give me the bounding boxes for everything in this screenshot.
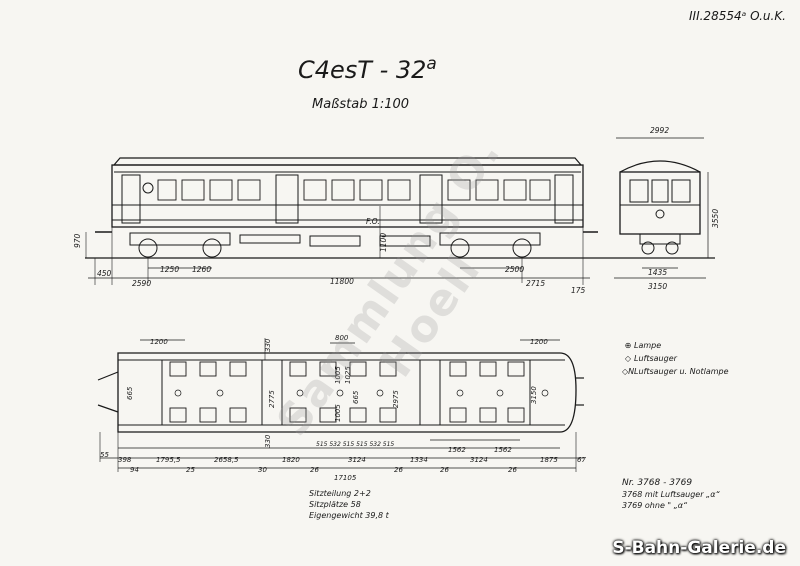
dim-c-26b: 26 [394,466,403,474]
drawing-title: C4esT - 32a [298,54,437,85]
title-main: C4esT - 32 [298,56,427,84]
lamp-icon: ⊕ [624,341,632,350]
dim-b-3124b: 3124 [470,456,488,464]
dim-axle-c: 2500 [505,265,524,274]
title-superscript: a [426,54,437,74]
note-3769: 3769 ohne " „α“ [622,501,688,510]
dim-body-width: 3150 [648,282,667,291]
dim-b-2658: 2658,5 [214,456,239,464]
dim-b-1820: 1820 [282,456,300,464]
site-label: S-Bahn-Galerie.de [612,538,786,558]
dim-v-3150: 3150 [530,386,538,404]
note-3768: 3768 mit Luftsauger „α“ [622,490,720,499]
dim-v-1005b: 1005 [334,404,342,422]
side-view [85,157,600,285]
note-numbers: Nr. 3768 - 3769 [622,478,693,488]
legend-text: Luftsauger [634,354,677,363]
end-view [600,137,715,279]
drawing-reference: III.28554ᵃ O.u.K. [689,9,786,23]
dim-b-67: 67 [577,456,586,464]
dim-b-1795: 1795,5 [156,456,181,464]
technical-notes: Sitzteilung 2+2 Sitzplätze 58 Eigengewic… [309,488,389,521]
legend: ⊕Lampe ◇Luftsauger ◇NLuftsauger u. Notla… [622,339,729,378]
dim-v-1025: 1025 [344,366,352,384]
dim-overhang-right: 2715 [526,279,545,288]
dim-1562b: 1562 [494,446,512,454]
dim-wheelbase-left: 2590 [132,279,151,288]
dim-b-398: 398 [118,456,132,464]
dim-roof-width: 2992 [650,126,669,135]
dim-height-floor: 970 [73,233,82,248]
dim-c-25: 25 [186,466,195,474]
dim-v-665: 665 [126,386,134,400]
dim-axle-b: 1260 [192,265,211,274]
dim-c-94: 94 [130,466,139,474]
dim-length: 17105 [334,474,357,482]
dim-c-26d: 26 [508,466,517,474]
dim-v-665b: 665 [352,390,360,404]
dim-top-800: 800 [335,334,349,342]
dim-c-26a: 26 [310,466,319,474]
air-vent-icon: ◇ [624,354,632,363]
legend-text: Luftsauger u. Notlampe [634,367,729,376]
dim-1562a: 1562 [448,446,466,454]
dim-length-total: 11800 [330,277,354,286]
note-seat-count: Sitzplätze 58 [309,500,361,509]
legend-text: Lampe [634,341,662,350]
dim-v-1005: 1005 [334,366,342,384]
dim-overhang-left: 450 [97,269,112,278]
dim-axle-a: 1250 [160,265,179,274]
scale-label: Maßstab 1:100 [312,97,410,112]
dim-v-2975: 2975 [392,390,400,408]
vehicle-numbers: Nr. 3768 - 3769 3768 mit Luftsauger „α“ … [622,478,720,511]
note-weight: Eigengewicht 39,8 t [309,511,389,520]
dim-b-55: 55 [100,451,109,459]
dim-height-mid: 1100 [379,233,388,252]
dim-b-3124a: 3124 [348,456,366,464]
dim-c-30: 30 [258,466,267,474]
plan-view [97,338,584,472]
dim-b-1875: 1875 [540,456,558,464]
dim-bogie-width: 1435 [648,268,667,277]
dim-v-2775: 2775 [268,390,276,408]
note-seating-layout: Sitzteilung 2+2 [309,489,371,498]
legend-item: ◇Luftsauger [622,352,729,365]
dim-top-330: 330 [264,338,272,352]
dim-end-height: 3550 [711,209,720,228]
dim-b-1334: 1334 [410,456,428,464]
dim-v-330: 330 [264,434,272,448]
dim-coupler: 175 [571,286,586,295]
center-mark: F.O. [366,217,380,226]
legend-item: ◇NLuftsauger u. Notlampe [622,365,729,378]
emergency-lamp-icon: ◇N [622,367,635,376]
dim-c-26c: 26 [440,466,449,474]
dim-seats-515: 515 532 515 515 532 515 [316,441,394,448]
dim-top-1200-left: 1200 [150,338,168,346]
legend-item: ⊕Lampe [622,339,729,352]
dim-top-1200-right: 1200 [530,338,548,346]
